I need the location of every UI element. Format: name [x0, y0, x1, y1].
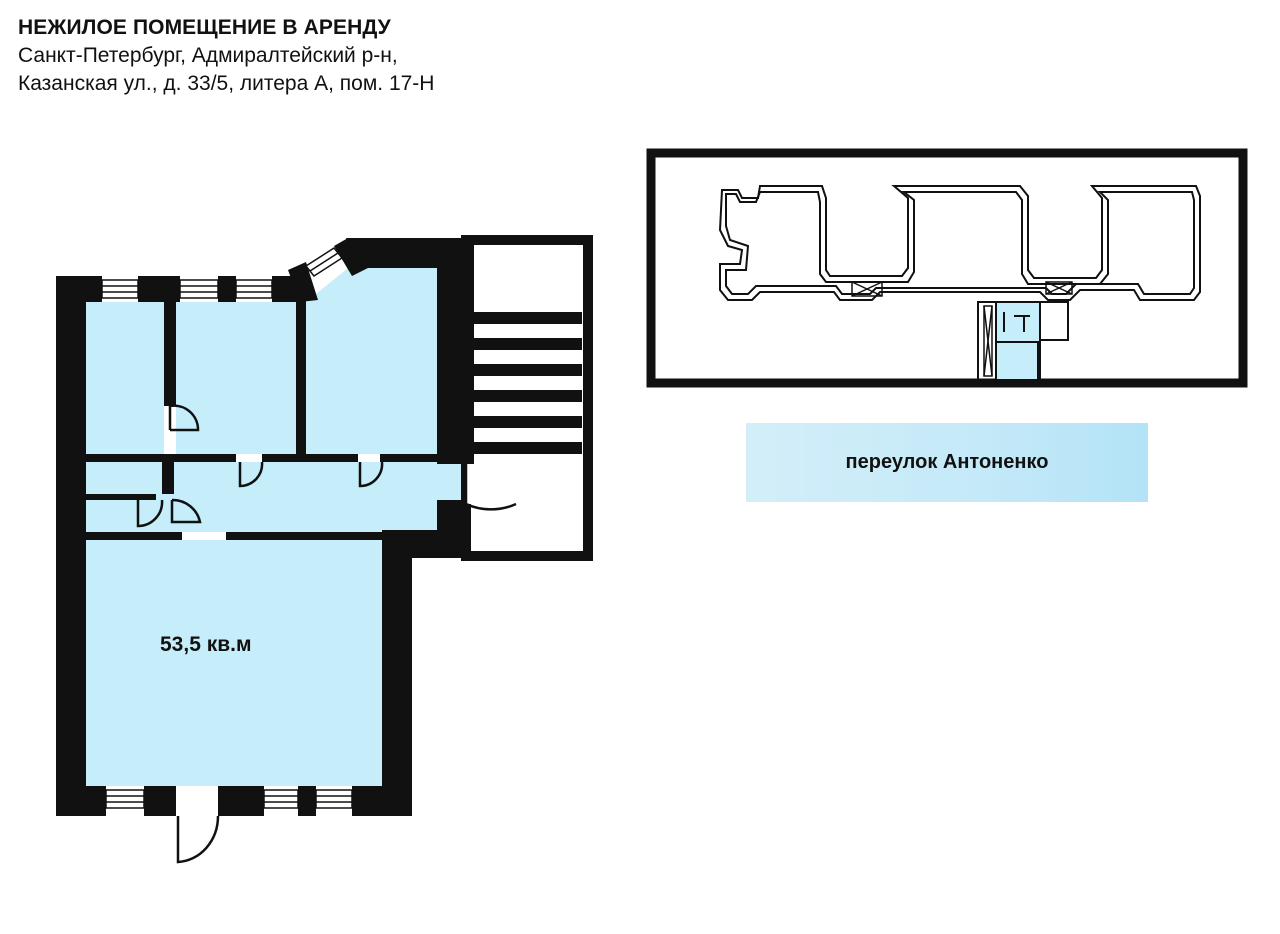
wall-bottom-4 — [298, 786, 316, 816]
window-bottom-2 — [263, 789, 299, 809]
partition-2 — [296, 302, 306, 454]
window-top-1 — [101, 279, 139, 299]
window-bottom-1 — [105, 789, 145, 809]
wall-low-2 — [226, 532, 466, 540]
wall-right-upper — [437, 238, 464, 464]
room-top-left — [86, 302, 164, 454]
door-arc-3 — [358, 461, 384, 488]
courtyard-annex — [977, 301, 1069, 381]
wall-right-main — [382, 540, 412, 816]
room-top-right — [306, 268, 437, 454]
street-label-box: переулок Антоненко — [746, 423, 1148, 502]
site-plan-frame — [646, 148, 1248, 388]
crossed-boxes — [851, 281, 1073, 377]
wall-top-2 — [138, 276, 180, 302]
window-bottom-3 — [315, 789, 353, 809]
closet-wall-h — [86, 494, 156, 500]
wall-bottom-1 — [56, 786, 106, 816]
wall-low-1 — [86, 532, 182, 540]
closet-wall-v — [162, 454, 174, 494]
wall-bottom-3 — [218, 786, 264, 816]
staircase — [461, 235, 593, 561]
wall-mid-2 — [262, 454, 358, 462]
room-main — [86, 540, 382, 786]
wall-angle — [288, 262, 318, 302]
windows — [101, 247, 353, 809]
partition-1 — [164, 302, 176, 406]
header: НЕЖИЛОЕ ПОМЕЩЕНИЕ В АРЕНДУ Санкт-Петербу… — [18, 14, 818, 98]
site-plan — [646, 148, 1248, 388]
wall-top-right — [346, 238, 464, 268]
wall-right-step — [382, 530, 466, 558]
wall-mid-3 — [380, 454, 464, 462]
wall-left — [56, 276, 86, 816]
wall-bottom-5 — [352, 786, 412, 816]
wall-top-3 — [218, 276, 236, 302]
address-line-2: Казанская ул., д. 33/5, литера А, пом. 1… — [18, 72, 435, 95]
street-label: переулок Антоненко — [845, 451, 1049, 473]
window-top-2 — [179, 279, 219, 299]
door-arc-1 — [168, 404, 200, 432]
wall-top-1 — [56, 276, 102, 302]
room-fills — [86, 268, 464, 786]
floor-plan — [56, 235, 593, 864]
door-arc-2 — [238, 461, 264, 488]
area-label: 53,5 кв.м — [160, 633, 252, 656]
wall-bottom-2 — [144, 786, 176, 816]
door-arc-4 — [136, 499, 164, 528]
door-arc-entrance — [176, 815, 220, 864]
address-line-1: Санкт-Петербург, Адмиралтейский р-н, — [18, 44, 398, 67]
page-title: НЕЖИЛОЕ ПОМЕЩЕНИЕ В АРЕНДУ — [18, 16, 391, 39]
room-top-middle — [176, 302, 296, 454]
door-arc-5 — [170, 498, 202, 524]
walls — [56, 238, 467, 816]
window-top-3 — [235, 279, 273, 299]
wall-mid-1 — [86, 454, 236, 462]
building-outline — [718, 185, 1201, 301]
